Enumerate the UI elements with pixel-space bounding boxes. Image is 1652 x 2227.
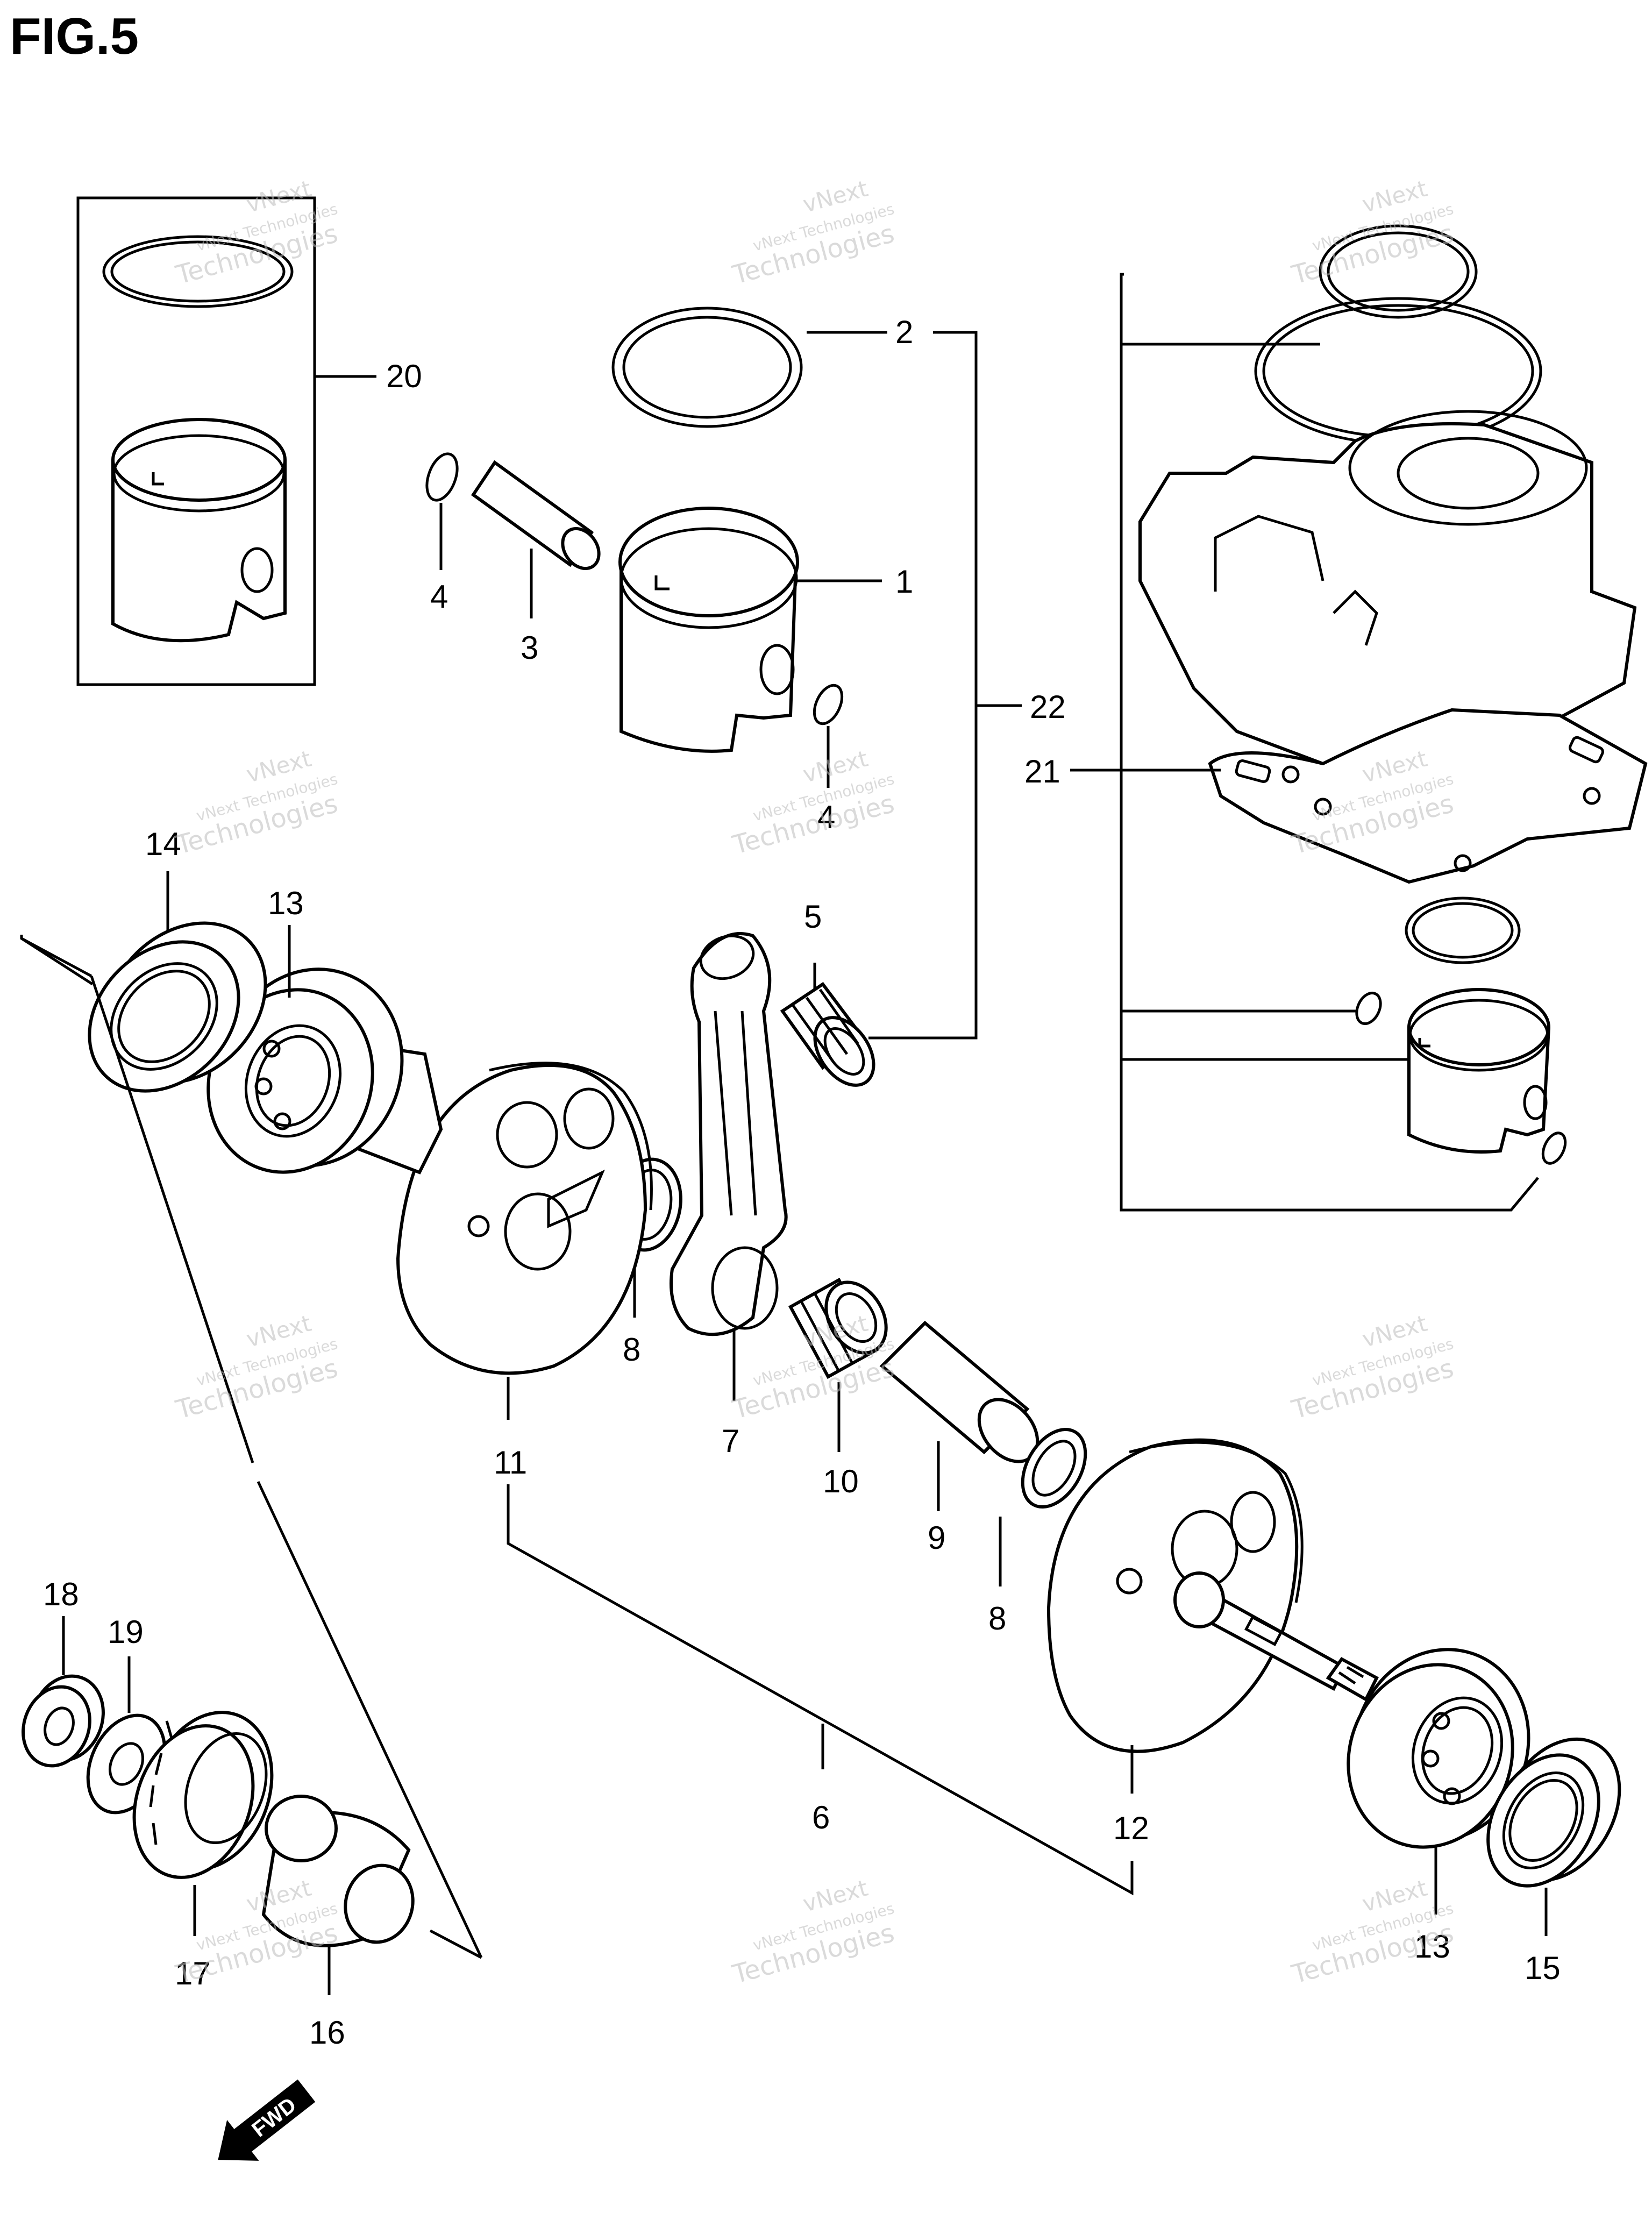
callout-6: 6: [812, 1799, 830, 1835]
fwd-arrow-icon: FWD: [218, 2079, 316, 2161]
part-22-top-end-kit[interactable]: [1120, 224, 1648, 1212]
watermark: vNext vNext Technologies Technologies: [1288, 1310, 1457, 1425]
callout-18: 18: [43, 1576, 79, 1612]
part-12-crank-half-right[interactable]: [1046, 1438, 1379, 1753]
part-2-piston-ring[interactable]: [611, 307, 803, 428]
callout-17: 17: [175, 1955, 211, 1991]
part-9-crank-pin[interactable]: [879, 1320, 1049, 1473]
callout-3: 3: [521, 630, 538, 666]
callout-8-right: 8: [988, 1600, 1006, 1637]
callout-4-left: 4: [430, 579, 448, 615]
callout-8-left: 8: [623, 1332, 640, 1368]
callout-7: 7: [722, 1423, 739, 1459]
callout-9: 9: [928, 1520, 945, 1556]
watermark: vNext vNext Technologies Technologies: [173, 175, 341, 290]
watermark: vNext vNext Technologies Technologies: [729, 1875, 898, 1990]
part-1-piston[interactable]: [618, 507, 799, 753]
watermark: vNext vNext Technologies Technologies: [729, 175, 898, 290]
callout-10: 10: [823, 1463, 859, 1499]
callout-1: 1: [895, 564, 913, 600]
part-17-primary-gear[interactable]: [114, 1695, 293, 1894]
part-4-circlip-right[interactable]: [809, 681, 848, 728]
callout-20: 20: [386, 358, 422, 394]
part-18-nut[interactable]: [12, 1666, 115, 1775]
callout-15: 15: [1525, 1950, 1561, 1986]
watermark: vNext vNext Technologies Technologies: [173, 1310, 341, 1425]
part-15-oil-seal[interactable]: [1465, 1718, 1643, 1906]
part-8-washer-right[interactable]: [1010, 1418, 1099, 1518]
callout-11: 11: [494, 1445, 527, 1481]
part-16-spacer[interactable]: [261, 1795, 422, 1950]
callout-13-left: 13: [268, 885, 304, 921]
part-4-circlip-left[interactable]: [421, 450, 463, 504]
callout-14: 14: [145, 826, 181, 862]
figure-title: FIG.5: [10, 8, 139, 65]
callout-2: 2: [895, 314, 913, 350]
watermark: vNext vNext Technologies Technologies: [173, 745, 341, 860]
part-5-needle-bearing[interactable]: [780, 981, 886, 1096]
watermark: vNext vNext Technologies Technologies: [729, 745, 898, 860]
callout-5: 5: [804, 899, 822, 935]
part-7-connecting-rod[interactable]: [670, 929, 788, 1336]
callout-19: 19: [108, 1614, 144, 1650]
callout-4-right: 4: [817, 799, 835, 835]
part-3-piston-pin[interactable]: [471, 460, 607, 575]
callout-22: 22: [1030, 689, 1066, 725]
callout-21: 21: [1024, 753, 1060, 789]
callout-13-right: 13: [1414, 1929, 1450, 1965]
callout-16: 16: [309, 2015, 345, 2051]
part-14-oil-seal[interactable]: [60, 891, 298, 1121]
callout-12: 12: [1113, 1810, 1149, 1846]
part-20-piston-set[interactable]: [76, 196, 316, 686]
part-13-bearing-right[interactable]: [1323, 1625, 1555, 1870]
watermark: vNext vNext Technologies Technologies: [1288, 175, 1457, 290]
part-10-needle-bearing[interactable]: [788, 1271, 898, 1379]
